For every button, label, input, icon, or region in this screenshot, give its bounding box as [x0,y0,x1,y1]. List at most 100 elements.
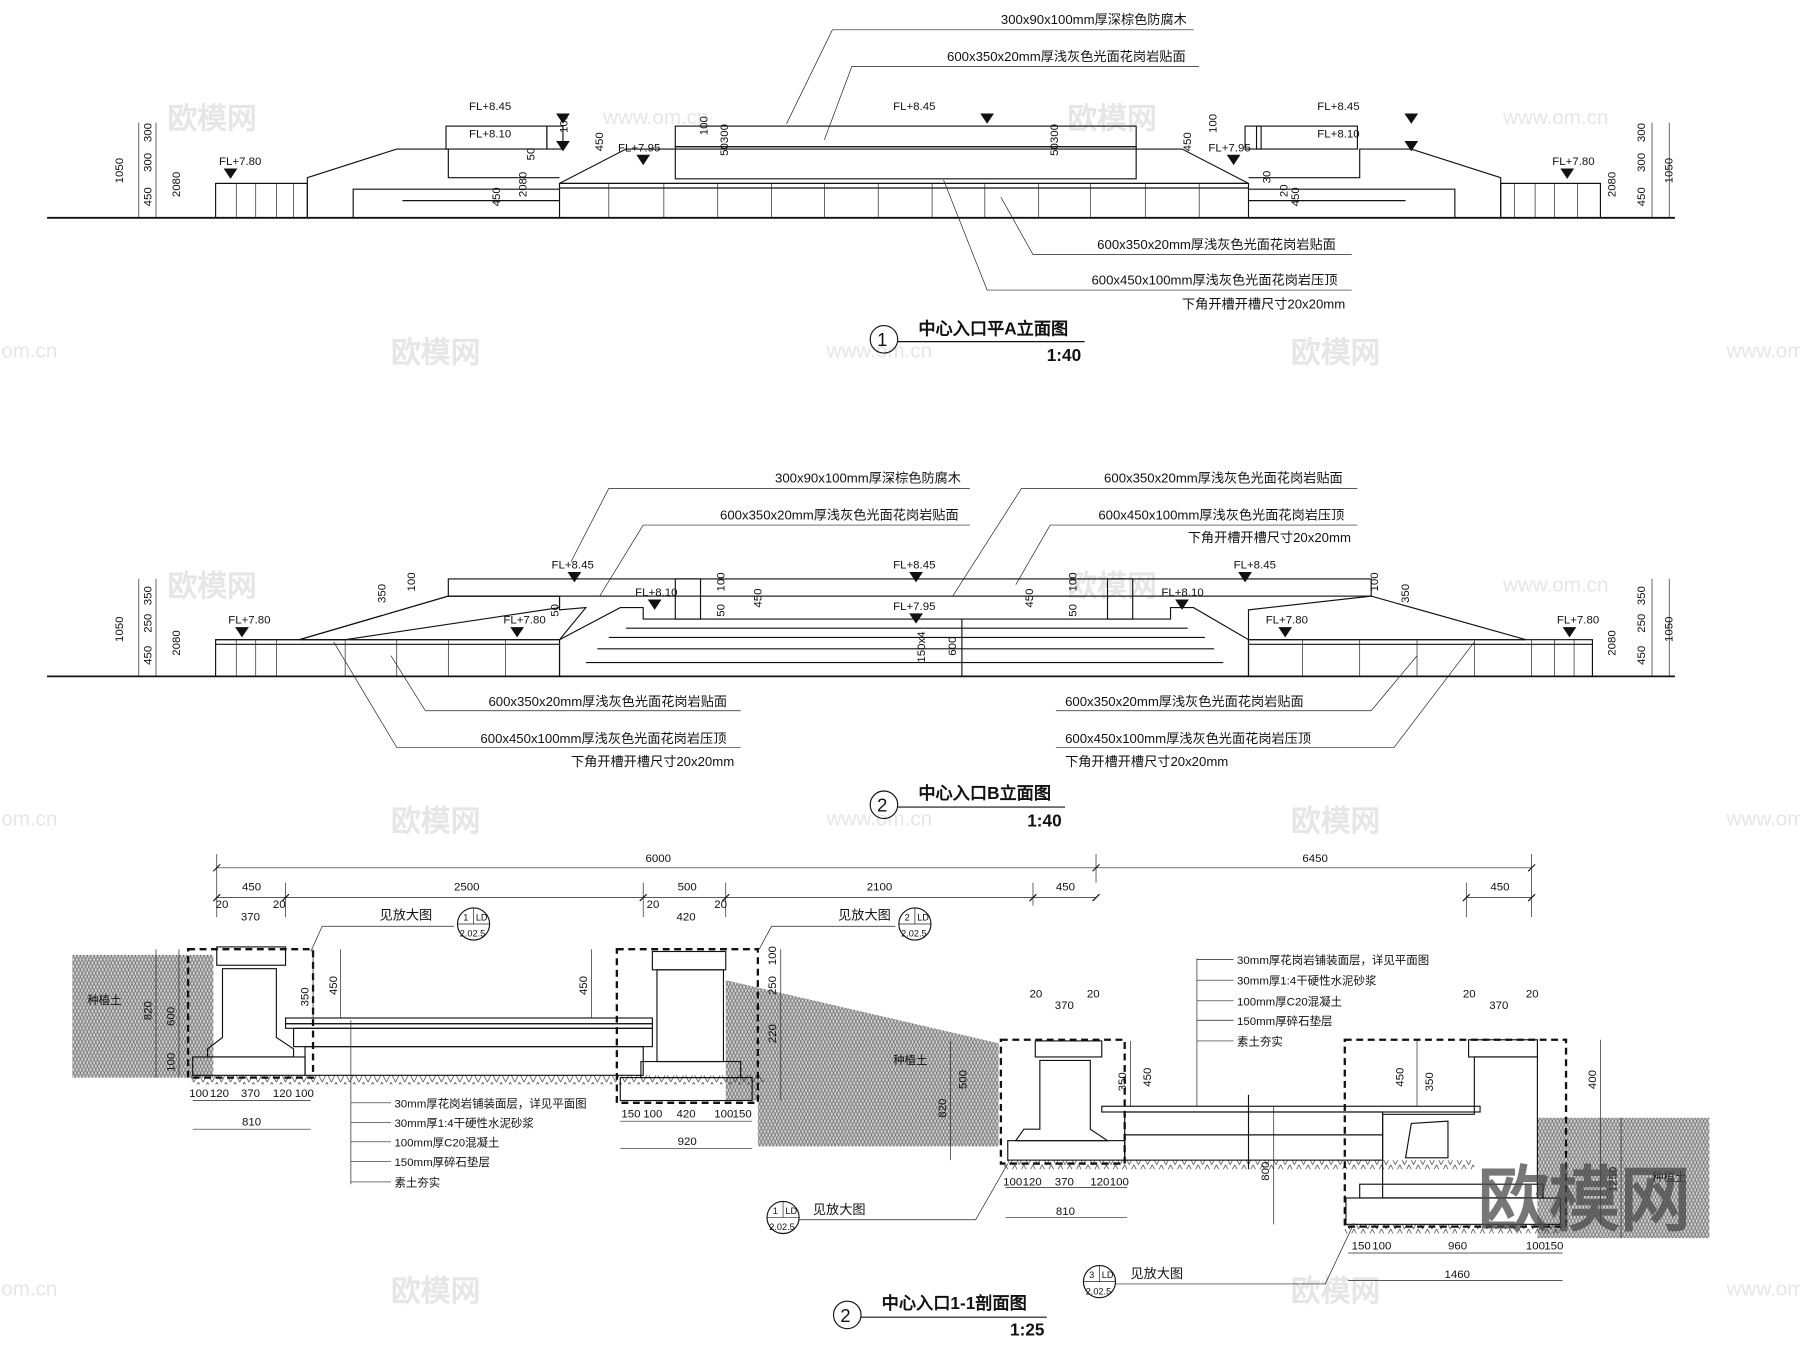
level-triangle-icon [909,613,923,624]
dim-label: 100 [1110,1176,1129,1188]
dim-label: 150 [1352,1241,1371,1253]
layer-label: 30mm厚1:4干硬性水泥砂浆 [394,1116,534,1130]
base-wall [558,182,1250,219]
concrete-footing [1007,1140,1126,1161]
dim-label: 450 [1142,1068,1154,1087]
dim-label: 450 [594,132,606,151]
leader-line [570,488,970,562]
granite-paving [1101,1105,1481,1113]
level-label: FL+7.95 [893,601,935,613]
dim-label: 2080 [171,630,183,655]
brick-wall [1014,1059,1110,1142]
planting-soil-right [1537,1117,1710,1239]
detail-ref-tag: LD [476,913,488,923]
concrete-footing [640,1060,742,1079]
drawing-scale: 1:25 [1010,1320,1045,1340]
dim-label: 100 [714,1109,733,1121]
dim-label: 250 [1636,614,1648,633]
callout-granite-facing: 600x350x20mm厚浅灰色光面花岗岩贴面 [720,506,959,522]
dim-label: 370 [1055,1000,1074,1012]
dim-label: 220 [767,1024,779,1043]
base-wall [1247,639,1593,677]
dim-label: 100 [698,116,710,135]
layer-label: 30mm厚花岗岩铺装面层，详见平面图 [1237,953,1429,967]
concrete-pier [656,969,725,1063]
dim-label: 810 [242,1117,261,1129]
vertical-dimensions: 820 600 100 350 450 450 250 100 220 820 … [142,946,1622,1239]
watermark-logo: 欧模网 [1067,570,1156,603]
dim-label: 6450 [1302,853,1327,865]
dim-label: 150 [1544,1241,1563,1253]
level-label: FL+8.45 [1234,560,1276,572]
level-markers: FL+8.45 FL+8.45 FL+8.45 FL+8.10 FL+8.10 … [219,101,1595,179]
see-detail-label: 见放大图 [1130,1266,1183,1281]
dim-label: 100 [165,1053,177,1072]
dim-label: 370 [241,912,260,924]
watermark-logo: 欧模网 [1291,1275,1380,1308]
dim-label: 100 [1003,1176,1022,1188]
dim-label: 150 [621,1109,640,1121]
dim-label: 300 [1636,153,1648,172]
central-steps [558,607,1250,677]
dim-label: 20 [1526,988,1539,1000]
dim-label: 20 [714,899,727,911]
layer-label: 150mm厚碎石垫层 [394,1155,489,1169]
watermark-logo: 欧模网 [391,1275,480,1308]
planting-soil-label: 种植土 [87,993,121,1007]
dim-label: 450 [1636,646,1648,665]
level-triangle-icon [1238,572,1252,583]
dim-label: 50 [1068,604,1080,617]
leader-line [333,641,741,748]
layer-label: 素土夯实 [394,1176,440,1190]
dim-label: 2080 [1606,172,1618,197]
level-triangle-icon [1560,168,1575,179]
timber-cap [447,578,1372,597]
level-triangle-icon [1278,627,1293,638]
small-planter-right [1255,125,1358,150]
dim-label: 50300 [719,124,731,156]
level-label: FL+8.45 [551,560,593,572]
dim-label: 370 [241,1088,260,1100]
dim-label: 100 [559,114,571,133]
dim-label: 600 [947,637,959,656]
level-triangle-icon [980,113,995,124]
dim-label: 350 [299,987,311,1006]
detail-ref-number: 2 [905,913,910,923]
level-triangle-icon [1226,154,1241,166]
dim-label: 150 [733,1109,752,1121]
detail-ref-sheet: 2.02.5 [460,929,485,939]
granite-facing [674,146,1137,180]
watermark-logo: 欧模网 [167,102,256,135]
leader-line [310,925,455,952]
level-triangle-icon [235,627,249,638]
dim-label: 450 [752,588,764,607]
dim-label: 250 [142,614,154,633]
dim-label: 500 [957,1070,969,1089]
granite-coping [1468,1039,1538,1058]
dim-label: 300 [1636,123,1648,142]
dim-label: 30 [1261,171,1273,184]
gravel-base [619,1077,753,1102]
callout-granite-facing: 600x350x20mm厚浅灰色光面花岗岩贴面 [488,693,727,709]
dim-label: 960 [1448,1241,1467,1253]
watermark-logo: 欧模网 [1291,336,1380,369]
compacted-soil [190,1075,764,1085]
level-label: FL+7.80 [219,156,261,168]
leader-line [390,655,741,712]
dim-label: 1050 [1664,616,1676,641]
gravel-layer [304,1046,644,1076]
dim-label: 450 [491,187,503,206]
detail-ref-tag: LD [1102,1270,1114,1280]
level-triangle-icon [1404,141,1419,152]
dim-label: 100 [1369,572,1381,591]
dim-label: 450 [1636,187,1648,206]
level-markers: FL+8.45 FL+8.45 FL+8.45 FL+8.10 FL+8.10 … [228,560,1599,638]
dim-label: 100 [295,1088,314,1100]
watermark-logo-large: 欧模网 [1478,1161,1691,1240]
dim-label: 400 [1587,1070,1599,1089]
drawing-scale: 1:40 [1047,345,1081,365]
level-label: FL+7.80 [228,615,270,627]
level-triangle-icon [223,168,238,179]
dim-label: 100 [189,1088,208,1100]
dim-label: 1050 [1664,158,1676,183]
